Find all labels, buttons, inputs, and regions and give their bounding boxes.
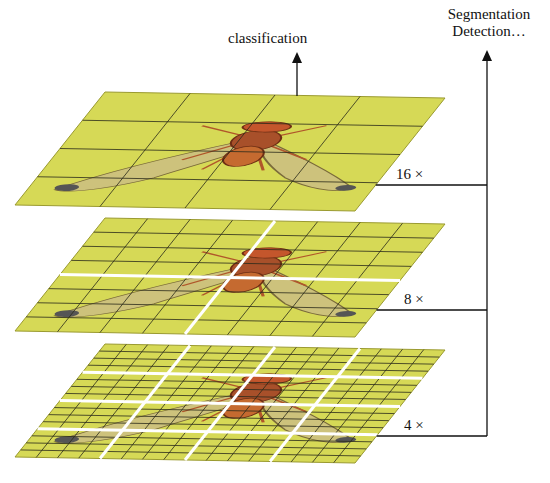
leader-line [377,435,487,436]
wing-spot [333,185,358,191]
window-line [270,349,360,462]
grid-line [60,149,400,155]
class-arrow-line [296,62,297,96]
fly-image [52,119,407,196]
feature-layer [15,92,445,211]
scale-label: 8 × [404,291,424,308]
feature-layer [15,218,445,337]
wing-spot [333,311,358,317]
task-label: Segmentation Detection… [441,6,537,41]
scale-label: 16 × [396,166,423,183]
leader-line [376,184,487,185]
fly-image [52,371,407,448]
arrow-head [482,50,492,61]
wing-spot [52,436,81,443]
wing-spot [52,184,81,191]
window-line [60,275,400,281]
wing-spot [333,437,358,443]
scale-label: 4 × [404,417,424,434]
grid-line [270,97,360,210]
arrow-head [292,52,302,63]
fly-abdomen [217,146,271,167]
feature-layer [15,344,445,463]
window-line [60,401,400,407]
leader-line [377,309,487,310]
bus-line [486,60,487,436]
grid-line [38,177,378,183]
window-line [38,429,378,435]
wing-spot [52,310,81,317]
task-label: classification [228,30,307,47]
fly-image [52,245,407,322]
